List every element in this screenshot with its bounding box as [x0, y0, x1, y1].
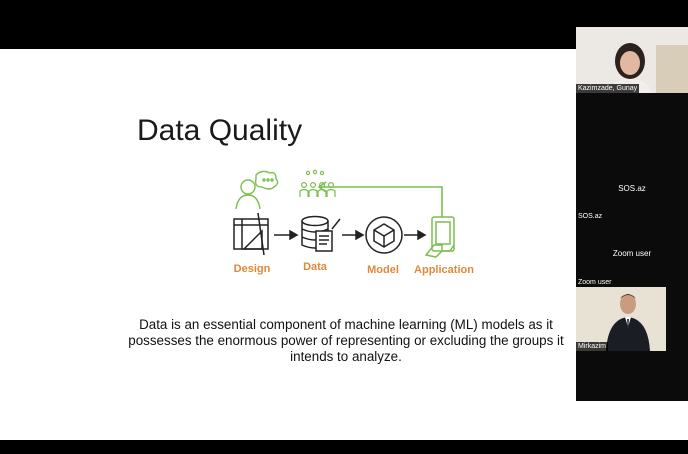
participant-center-zoom-user: Zoom user: [612, 249, 652, 258]
database-icon: [301, 215, 341, 252]
participant-video-mirkazim: [576, 287, 666, 351]
thinking-person-icon: [235, 170, 279, 210]
top-black-bar: [0, 0, 688, 49]
feedback-arrow: [317, 181, 443, 217]
users-group-icon: [299, 169, 336, 197]
participant-center-sosaz: SOS.az: [618, 184, 646, 193]
model-cube-icon: [365, 216, 403, 254]
blueprint-icon: [233, 212, 269, 256]
slide-body-text: Data is an essential component of machin…: [128, 317, 564, 364]
participant-gallery: Kazimzade, Gunay SOS.az SOS.az Zoom user…: [576, 27, 688, 401]
stage-label-data: Data: [303, 261, 328, 273]
participant-name-mirkazim: Mirkazim: [576, 342, 608, 351]
ml-pipeline-diagram: Design Data Model Application: [233, 169, 474, 276]
stage-label-model: Model: [367, 264, 399, 276]
mobile-application-icon: [424, 216, 455, 258]
slide-title: Data Quality: [137, 114, 303, 147]
participant-tile-sosaz[interactable]: SOS.az SOS.az: [576, 93, 688, 223]
participant-tile-mirkazim[interactable]: Mirkazim: [576, 287, 688, 351]
participant-name-zoom-user: Zoom user: [578, 279, 612, 286]
bottom-black-bar: [0, 440, 688, 454]
participant-name-gunay: Kazimzade, Gunay: [576, 84, 640, 93]
stage-label-design: Design: [234, 263, 271, 275]
participant-name-sosaz: SOS.az: [578, 213, 603, 220]
participant-tile-zoom-user[interactable]: Zoom user Zoom user: [576, 223, 688, 287]
participant-video-gunay: [576, 27, 688, 93]
stage-label-application: Application: [414, 264, 474, 276]
arrow-data-to-model: [342, 229, 365, 241]
shared-slide: Data Quality: [0, 49, 576, 401]
bottom-white-strip: [0, 401, 688, 440]
arrow-design-to-data: [274, 229, 299, 241]
participant-tile-gunay[interactable]: Kazimzade, Gunay: [576, 27, 688, 93]
arrow-model-to-application: [404, 229, 427, 241]
